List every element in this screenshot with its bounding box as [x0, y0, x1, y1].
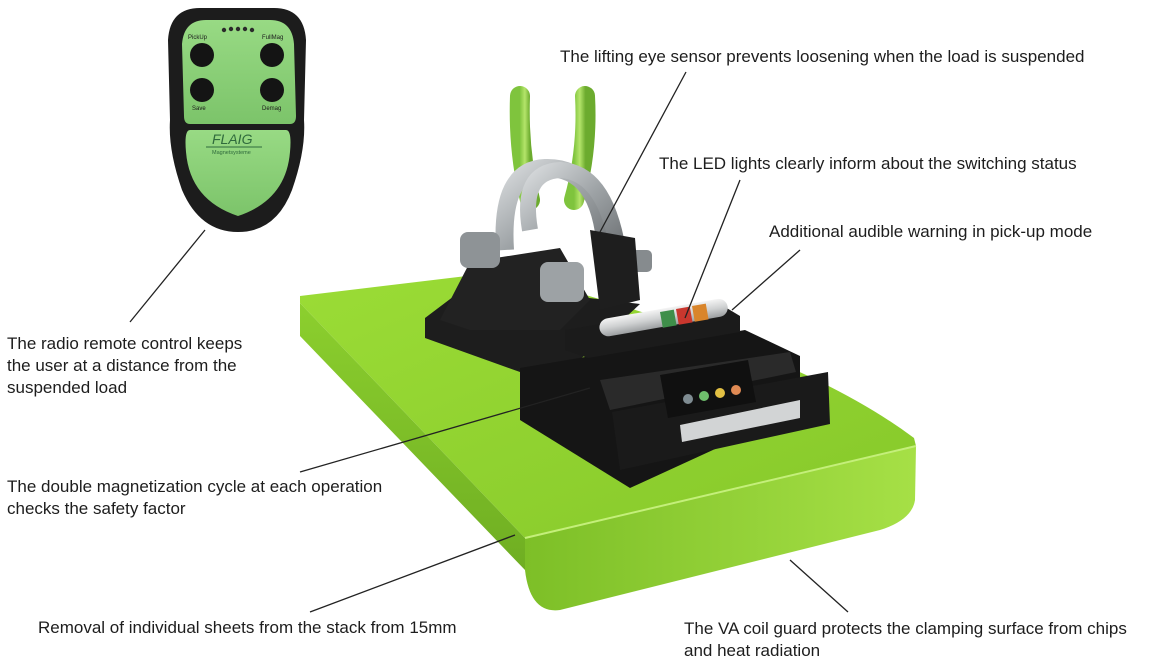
leader-lines [129, 71, 849, 613]
leader-removal-sheets [309, 534, 516, 613]
remote-led [249, 27, 255, 33]
callout-radio-remote-line2: the user at a distance from the [7, 356, 237, 375]
save-label: Save [192, 106, 206, 112]
shackle-nut-front [540, 262, 584, 302]
leader-double-mag [299, 387, 591, 473]
magnet-left-face [300, 303, 525, 570]
status-led-orange [731, 385, 741, 395]
fullmag-label: FullMag [262, 35, 283, 41]
status-led-green [699, 391, 709, 401]
lifting-eye-sensor-block [590, 230, 640, 310]
brand-logo: FLAIG [212, 131, 253, 147]
brand-subtitle: Magnetsysteme [212, 150, 251, 156]
callout-coil-guard: The VA coil guard protects the clamping … [684, 618, 1127, 662]
callout-lifting-eye: The lifting eye sensor prevents loosenin… [560, 47, 1085, 66]
remote-led-row [221, 26, 255, 33]
led-red-segment [676, 306, 693, 325]
fullmag-button[interactable] [260, 43, 284, 67]
status-led-yellow [715, 388, 725, 398]
status-panel [660, 360, 756, 418]
callout-radio-remote-line1: The radio remote control keeps [7, 334, 243, 353]
callout-double-mag-line1: The double magnetization cycle at each o… [7, 477, 383, 496]
callout-radio-remote-line3: suspended load [7, 378, 128, 397]
led-amber-segment [691, 303, 709, 322]
shackle-nut-left [460, 232, 500, 268]
leader-led-lights [684, 179, 741, 319]
radio-remote-control: PickUp FullMag Save Demag FLAIG Magnetsy… [168, 8, 306, 232]
callout-double-mag: The double magnetization cycle at each o… [7, 476, 382, 520]
leader-lifting-eye [599, 71, 687, 233]
callout-coil-guard-line1: The VA coil guard protects the clamping … [684, 619, 1127, 638]
led-green-segment [660, 309, 677, 328]
remote-led [235, 26, 241, 32]
status-led-grey [683, 394, 693, 404]
callout-double-mag-line2: checks the safety factor [7, 499, 186, 518]
callout-led-lights: The LED lights clearly inform about the … [659, 154, 1077, 173]
callout-audible-warning: Additional audible warning in pick-up mo… [769, 222, 1093, 241]
magnet-front-face [525, 446, 916, 611]
callout-removal-sheets: Removal of individual sheets from the st… [38, 618, 457, 637]
save-button[interactable] [190, 78, 214, 102]
pickup-button[interactable] [190, 43, 214, 67]
coil-guard-window [680, 400, 800, 442]
remote-led [228, 26, 234, 32]
shackle-bow-front [520, 161, 626, 252]
leader-radio-remote [129, 229, 206, 323]
shackle [460, 159, 652, 310]
leader-audible-warning [731, 249, 801, 311]
demag-label: Demag [262, 106, 281, 112]
pickup-label: PickUp [188, 35, 208, 41]
demag-button[interactable] [260, 78, 284, 102]
magnet-edge-highlight [524, 445, 917, 539]
callout-radio-remote: The radio remote control keeps the user … [7, 333, 242, 399]
callout-coil-guard-line2: and heat radiation [684, 641, 821, 660]
remote-led [221, 27, 227, 33]
leader-coil-guard [789, 559, 849, 613]
remote-face-bottom [185, 130, 291, 216]
remote-led [242, 26, 248, 32]
rope-right [564, 86, 596, 210]
